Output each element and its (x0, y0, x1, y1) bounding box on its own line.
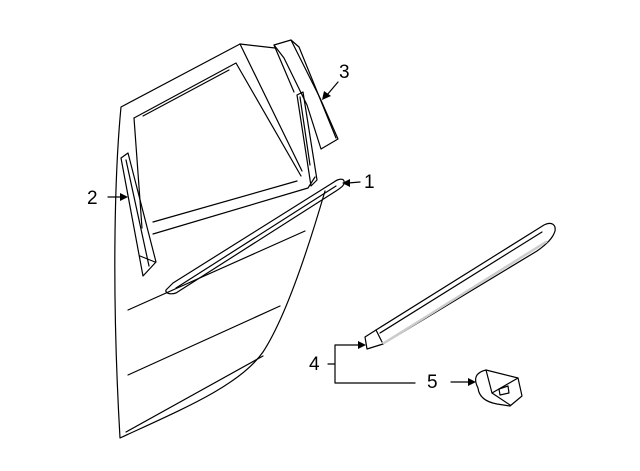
callout-5: 5 (427, 372, 438, 393)
door-body-lines (125, 230, 306, 433)
rear-pillar-strip (296, 91, 318, 187)
callout-1: 1 (364, 172, 375, 193)
arrowhead-5 (468, 378, 476, 386)
arrowhead-2 (120, 193, 128, 201)
belt-molding (165, 178, 345, 295)
callout-2: 2 (87, 188, 98, 209)
door-window (133, 62, 316, 235)
arrowhead-3 (322, 91, 331, 100)
molding-clip (475, 369, 523, 407)
arrowhead-4 (358, 341, 366, 349)
rear-channel-molding (273, 39, 339, 150)
callout-3: 3 (339, 62, 350, 83)
body-side-molding (364, 222, 556, 350)
front-pillar-applique (120, 152, 157, 277)
arrowhead-1 (342, 179, 350, 187)
door-panel (114, 43, 326, 439)
callout-4: 4 (309, 354, 320, 375)
leader-lines (107, 81, 472, 384)
arrowheads (120, 91, 476, 386)
